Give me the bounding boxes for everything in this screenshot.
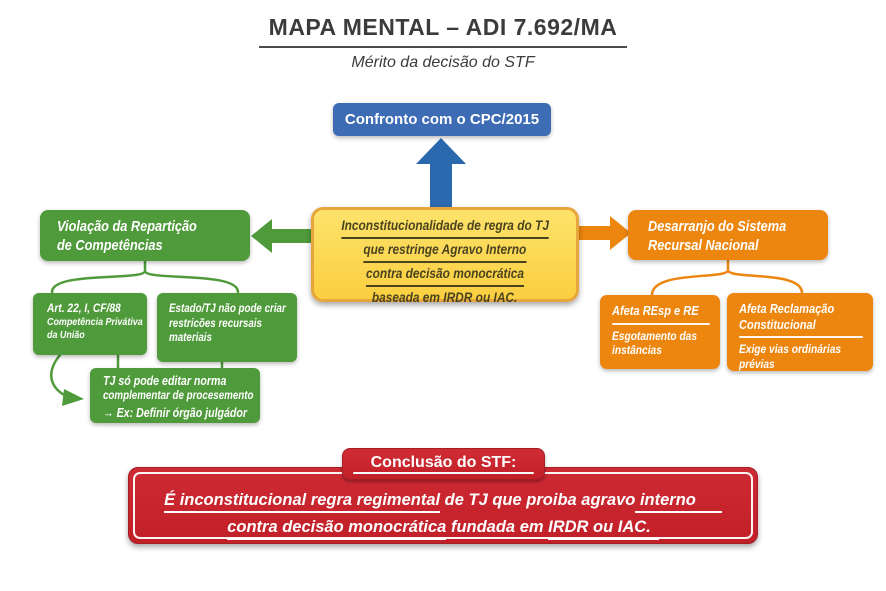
page-title: MAPA MENTAL – ADI 7.692/MA: [258, 14, 628, 48]
white-divider-rule: [739, 336, 863, 338]
node-desarranjo-sistema: Desarranjo do Sistema Recursal Nacional: [628, 210, 828, 260]
afeta-resp-body-line-1: Esgotamento das: [612, 328, 698, 343]
afeta-reclamacao-heading-line-2: Constitucional: [739, 316, 816, 332]
node-tj-norma-complementar: TJ só pode editar norma complementar de …: [90, 368, 260, 423]
conclusao-line-2: contra decisão monocrática fundada em IR…: [129, 514, 757, 541]
header: MAPA MENTAL – ADI 7.692/MA Mérito da dec…: [0, 14, 886, 72]
afeta-reclamacao-heading-line-1: Afeta Reclamação: [739, 301, 835, 316]
arrow-left-icon: [251, 219, 313, 253]
node-afeta-reclamacao: Afeta Reclamação Constitucional Exige vi…: [727, 293, 873, 371]
afeta-resp-body-line-2: instâncias: [612, 343, 662, 357]
central-thesis-line-4: baseada em IRDR ou IAC.: [372, 289, 518, 305]
badge-underline: [353, 472, 534, 474]
violacao-title-line-2: de Competências: [57, 237, 163, 254]
estado-tj-line-1: Estado/TJ não pode criar: [169, 303, 286, 315]
node-afeta-resp-re: Afeta REsp e RE Esgotamento das instânci…: [600, 295, 720, 369]
curved-arrow-line: [50, 353, 70, 399]
curved-arrowhead-icon: [62, 389, 84, 406]
desarranjo-title-line-2: Recursal Nacional: [648, 237, 759, 254]
art22-heading: Art. 22, I, CF/88: [47, 301, 121, 315]
white-divider-rule: [612, 322, 710, 325]
art22-body-line-1: Competência Privátiva: [47, 316, 143, 328]
conclusao-line-1: É inconstitucional regra regimental de T…: [129, 487, 757, 514]
right-fork-connector: [650, 258, 804, 297]
node-confronto-cpc: Confronto com o CPC/2015: [333, 103, 551, 136]
node-central-thesis: Inconstitucionalidade de regra do TJ que…: [311, 207, 579, 305]
afeta-reclamacao-body-line-1: Exige vias ordinárias: [739, 342, 842, 356]
desarranjo-title-line-1: Desarranjo do Sistema: [648, 218, 787, 235]
estado-tj-line-3: materiais: [169, 332, 212, 344]
node-confronto-cpc-label: Confronto com o CPC/2015: [344, 111, 540, 128]
node-estado-tj-restricoes: Estado/TJ não pode criar restricões recu…: [157, 293, 297, 362]
tj-norma-line-1: TJ só pode editar norma: [103, 374, 227, 388]
afeta-reclamacao-body-line-2: prévias: [739, 356, 775, 371]
node-art22-cf88: Art. 22, I, CF/88 Competência Privátiva …: [33, 293, 147, 355]
tj-norma-line-3: → Ex: Definir órgão julgádor: [103, 406, 248, 420]
art22-body-line-2: da União: [47, 329, 85, 341]
conclusao-badge-label: Conclusão do STF:: [370, 454, 517, 471]
tj-norma-line-2: complementar de procesemento: [103, 390, 254, 402]
estado-tj-line-2: restricões recursais: [169, 317, 262, 330]
arrow-up-icon: [416, 138, 466, 209]
afeta-resp-heading: Afeta REsp e RE: [612, 303, 699, 318]
central-thesis-line-3: contra decisão monocrática: [314, 263, 576, 287]
violacao-title-line-1: Violação da Repartição: [57, 218, 197, 235]
arrow-right-icon: [579, 216, 631, 250]
conclusao-badge: Conclusão do STF:: [342, 448, 545, 480]
node-violacao-competencias: Violação da Repartição de Competências: [40, 210, 250, 261]
left-fork-connector: [50, 259, 240, 294]
central-thesis-line-1: Inconstitucionalidade de regra do TJ: [314, 215, 576, 239]
page-subtitle: Mérito da decisão do STF: [351, 54, 535, 71]
central-thesis-line-2: que restringe Agravo Interno: [314, 239, 576, 263]
